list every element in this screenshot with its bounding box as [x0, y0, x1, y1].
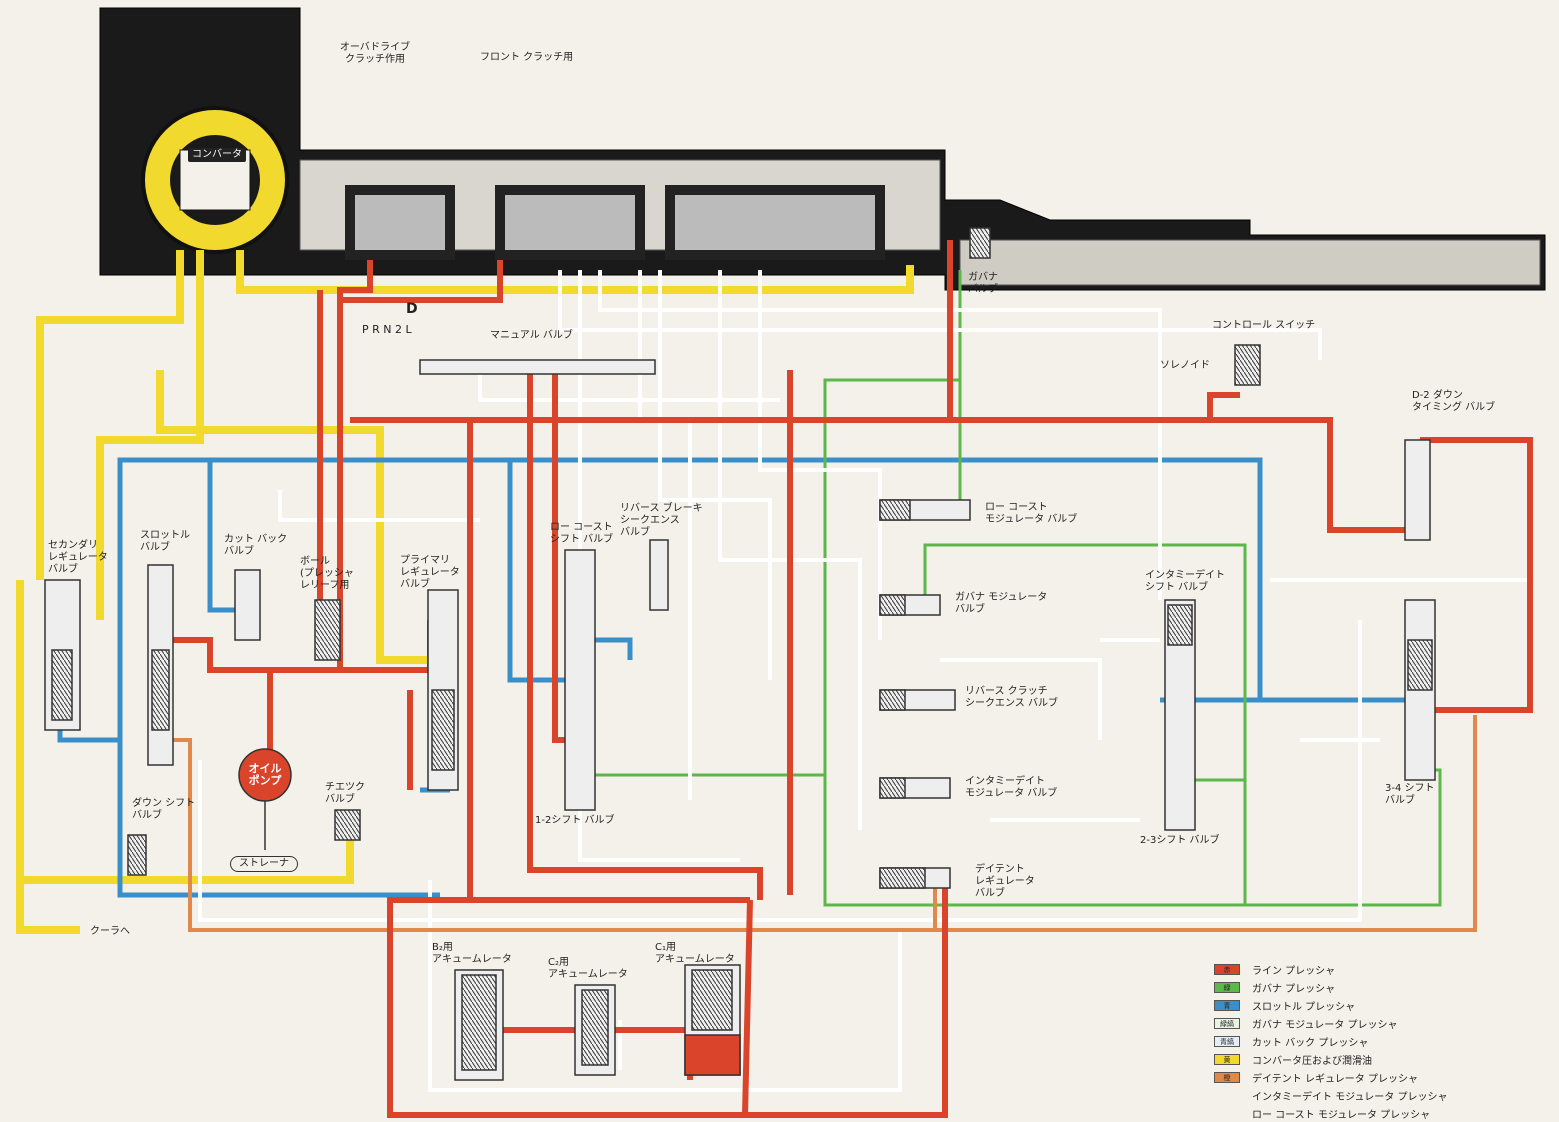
- legend-item: ロー コースト モジュレータ プレッシャ: [1214, 1104, 1544, 1122]
- oil-pump: [238, 748, 292, 850]
- drain-lines: [198, 270, 1532, 1092]
- torque-converter: [141, 106, 289, 254]
- legend-swatch: 緑: [1214, 981, 1240, 993]
- detent-pressure-lines: [170, 715, 1477, 932]
- valve-bodies: [44, 227, 1436, 889]
- legend-label: カット バック プレッシャ: [1252, 1037, 1369, 1049]
- converter-oil-lines: [16, 250, 914, 934]
- accumulators: [454, 964, 741, 1081]
- intermediate-shift-label: インタミーデイト シフト バルブ: [1145, 570, 1225, 593]
- clutch-packs: [345, 185, 885, 260]
- legend-item: 緑ガバナ プレッシャ: [1214, 978, 1544, 996]
- b2-accumulator-label: B₂用 アキュームレータ: [432, 942, 512, 965]
- legend-swatch: 橙: [1214, 1071, 1240, 1083]
- legend-item: インタミーデイト モジュレータ プレッシャ: [1214, 1086, 1544, 1104]
- legend-swatch: 青縞: [1214, 1035, 1240, 1047]
- range-d-label: D: [406, 301, 418, 317]
- range-positions-label: P R N 2 L: [362, 323, 412, 336]
- legend-swatch: 赤: [1214, 963, 1240, 975]
- legend-swatch: 黄: [1214, 1053, 1240, 1065]
- legend-label: デイテント レギュレータ プレッシャ: [1252, 1073, 1418, 1085]
- legend-label: ガバナ プレッシャ: [1252, 983, 1336, 995]
- legend-label: スロットル プレッシャ: [1252, 1001, 1356, 1013]
- c1-accumulator-label: C₁用 アキュームレータ: [655, 942, 735, 965]
- secondary-regulator-label: セカンダリ レギュレータ バルブ: [48, 540, 108, 575]
- legend-swatch: 青: [1214, 999, 1240, 1011]
- intermediate-modulator-label: インタミーデイト モジュレータ バルブ: [965, 776, 1058, 799]
- c2-accumulator-label: C₂用 アキュームレータ: [548, 957, 628, 980]
- control-switch-label: コントロール スイッチ: [1212, 320, 1316, 331]
- oil-pump-label: オイル ポンプ: [248, 762, 282, 787]
- legend-item: 橙デイテント レギュレータ プレッシャ: [1214, 1068, 1544, 1086]
- legend-label: ガバナ モジュレータ プレッシャ: [1252, 1019, 1398, 1031]
- legend-swatch: 緑縞: [1214, 1017, 1240, 1029]
- legend-label: コンバータ圧および潤滑油: [1252, 1055, 1372, 1067]
- governor-valve-label: ガバナ バルブ: [968, 272, 998, 295]
- to-cooler-label: クーラへ: [90, 926, 130, 937]
- legend-item: 黄コンバータ圧および潤滑油: [1214, 1050, 1544, 1068]
- legend-label: ライン プレッシャ: [1252, 965, 1336, 977]
- legend-swatch: [1214, 1108, 1240, 1119]
- legend-item: 青スロットル プレッシャ: [1214, 996, 1544, 1014]
- low-coast-shift-label: ロー コースト シフト バルブ: [550, 522, 614, 545]
- throttle-valve-label: スロットル バルブ: [140, 530, 190, 553]
- line-pressure-lines: [160, 240, 1533, 1118]
- primary-regulator-label: プライマリ レギュレータ バルブ: [400, 555, 460, 590]
- legend: 赤ライン プレッシャ緑ガバナ プレッシャ青スロットル プレッシャ緑縞ガバナ モジ…: [1214, 960, 1544, 1122]
- shift-valve-23-label: 2-3シフト バルブ: [1140, 835, 1220, 846]
- transmission-housing: [99, 7, 1546, 291]
- manual-valve-label: マニュアル バルブ: [490, 330, 573, 341]
- shift-valve-12-label: 1-2シフト バルブ: [535, 815, 615, 826]
- reverse-clutch-seq-label: リバース クラッチ シークエンス バルブ: [965, 686, 1058, 709]
- solenoid-label: ソレノイド: [1160, 360, 1210, 371]
- cutback-valve-label: カット バック バルブ: [224, 534, 288, 557]
- legend-label: ロー コースト モジュレータ プレッシャ: [1252, 1109, 1431, 1121]
- low-coast-modulator-label: ロー コースト モジュレータ バルブ: [985, 502, 1078, 525]
- throttle-pressure-lines: [57, 457, 1413, 898]
- governor-pressure-lines: [580, 270, 1442, 907]
- reverse-brake-seq-label: リバース ブレーキ シークエンス バルブ: [620, 503, 703, 538]
- legend-item: 青縞カット バック プレッシャ: [1214, 1032, 1544, 1050]
- shift-valve-34-label: 3-4 シフト バルブ: [1385, 783, 1435, 806]
- check-valve-label: チエツク バルブ: [325, 782, 365, 805]
- legend-item: 緑縞ガバナ モジュレータ プレッシャ: [1214, 1014, 1544, 1032]
- detent-regulator-label: デイテント レギュレータ バルブ: [975, 864, 1035, 899]
- downshift-valve-label: ダウン シフト バルブ: [132, 798, 196, 821]
- front-clutch-label: フロント クラッチ用: [480, 52, 574, 63]
- d2-timing-valve-label: D-2 ダウン タイミング バルブ: [1412, 390, 1496, 413]
- strainer-label: ストレーナ: [230, 856, 298, 872]
- governor-modulator-label: ガバナ モジュレータ バルブ: [955, 592, 1048, 615]
- legend-label: インタミーデイト モジュレータ プレッシャ: [1252, 1091, 1448, 1103]
- legend-swatch: [1214, 1090, 1240, 1101]
- converter-label: コンバータ: [188, 148, 246, 162]
- legend-item: 赤ライン プレッシャ: [1214, 960, 1544, 978]
- overdrive-clutch-label: オーバドライブ クラッチ作用: [339, 42, 411, 65]
- ball-relief-label: ボール (プレッシャ レリーフ用: [300, 556, 354, 591]
